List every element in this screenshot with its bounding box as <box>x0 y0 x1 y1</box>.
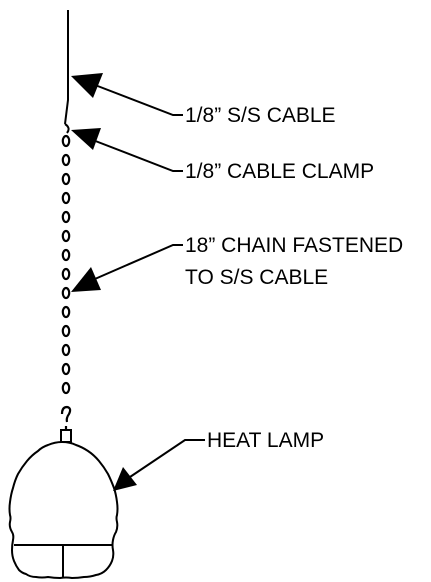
chain-link <box>61 191 71 205</box>
arrowhead <box>113 467 137 491</box>
leader-line <box>87 244 183 283</box>
bulb-outline <box>8 440 119 580</box>
chain-link <box>61 210 71 224</box>
cable-clamp <box>64 123 70 134</box>
chain-link <box>61 305 71 319</box>
s-hook <box>60 405 72 429</box>
leader-line <box>94 84 183 116</box>
arrowhead <box>71 128 101 150</box>
chain-link <box>61 248 71 262</box>
chain-link <box>61 153 71 167</box>
callout-label: TO S/S CABLE <box>185 266 328 289</box>
heat-lamp-bulb <box>8 440 119 580</box>
chain-link <box>61 343 71 357</box>
chain-link <box>61 362 71 376</box>
callout-label: 1/8” S/S CABLE <box>185 104 336 127</box>
callout-label: 18” CHAIN FASTENED <box>185 234 403 257</box>
callout-chain: 18” CHAIN FASTENED TO S/S CABLE <box>71 234 403 292</box>
lamp-socket <box>60 429 72 443</box>
callout-heat-lamp: HEAT LAMP <box>113 429 324 491</box>
callout-label: 1/8” CABLE CLAMP <box>185 160 374 183</box>
chain-link <box>61 381 71 395</box>
stainless-cable <box>64 10 69 125</box>
leader-line <box>84 136 183 172</box>
callout-cable: 1/8” S/S CABLE <box>71 73 336 127</box>
chain-link <box>61 172 71 186</box>
chain-link <box>61 286 71 300</box>
callout-cable-clamp: 1/8” CABLE CLAMP <box>71 128 374 183</box>
arrowhead <box>71 73 103 98</box>
leader-line <box>126 439 205 480</box>
chain <box>60 134 72 429</box>
chain-link <box>61 324 71 338</box>
chain-link <box>61 229 71 243</box>
chain-link <box>61 134 71 148</box>
arrowhead <box>71 267 101 292</box>
chain-link <box>61 267 71 281</box>
callout-label: HEAT LAMP <box>207 429 324 452</box>
